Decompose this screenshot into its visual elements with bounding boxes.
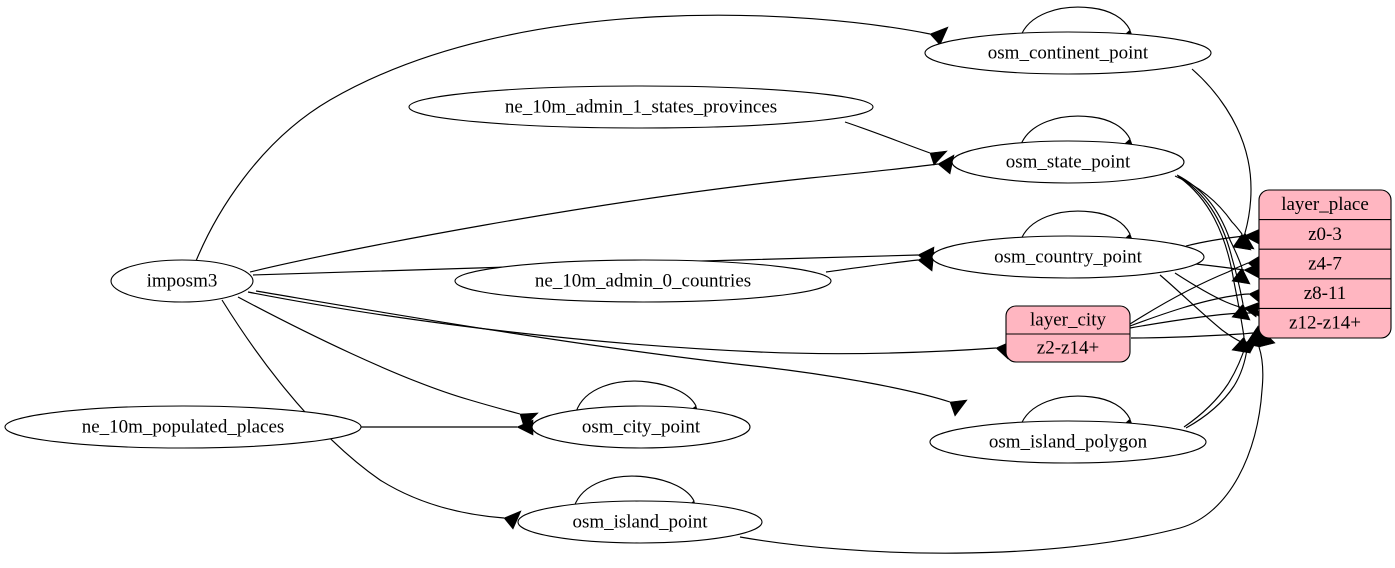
arrow-head-icon	[1245, 328, 1261, 348]
edge-osm_state_point-to-layer_place_z0_3	[1174, 175, 1252, 251]
node-shape	[4, 405, 362, 449]
node-shape	[924, 31, 1212, 75]
edge-imposm3-to-osm_city_point	[237, 296, 539, 428]
edge-line	[1019, 210, 1131, 243]
edge-line	[195, 14, 931, 262]
node-osm_island_point[interactable]: osm_island_point	[517, 500, 763, 544]
edge-line	[1191, 68, 1252, 234]
edge-line	[1129, 293, 1250, 327]
edge-line	[739, 346, 1264, 554]
record-row-label[interactable]: z12-z14+	[1289, 313, 1361, 334]
node-label: ne_10m_admin_1_states_provinces	[505, 96, 777, 117]
edge-imposm3-to-osm_island_point	[221, 299, 522, 530]
edge-line	[1185, 340, 1249, 429]
node-osm_state_point[interactable]: osm_state_point	[951, 140, 1185, 184]
node-osm_continent_point[interactable]: osm_continent_point	[924, 31, 1212, 75]
edge-line	[249, 163, 939, 273]
edge-layer_city-to-layer_place_z12	[1130, 325, 1270, 343]
record-row-label[interactable]: z0-3	[1308, 224, 1342, 245]
edge-imposm3-to-osm_island_polygon	[255, 290, 968, 417]
node-shape	[931, 235, 1205, 279]
record-header-label[interactable]: layer_city	[1030, 309, 1106, 330]
node-osm_city_point[interactable]: osm_city_point	[531, 405, 751, 449]
node-label: osm_state_point	[1006, 151, 1131, 172]
nodes-layer: imposm3 ne_10m_populated_places ne_10m_adm…	[4, 31, 1212, 544]
node-shape	[951, 140, 1185, 184]
node-label: ne_10m_admin_0_countries	[535, 270, 751, 291]
edge-line	[1195, 263, 1245, 271]
edge-line	[1019, 395, 1131, 428]
node-label: ne_10m_populated_places	[82, 416, 285, 437]
edges-layer	[195, 14, 1276, 554]
node-label: osm_island_point	[572, 511, 708, 532]
edge-line	[825, 259, 919, 273]
record-row-label[interactable]: z2-z14+	[1037, 337, 1099, 358]
arrow-head-icon	[1232, 233, 1252, 251]
record-row-label[interactable]: z4-7	[1308, 253, 1342, 274]
record-header-label[interactable]: layer_place	[1281, 194, 1369, 215]
edge-osm_island_polygon-to-layer_place_z12	[1183, 328, 1261, 428]
node-shape	[408, 85, 874, 129]
edge-imposm3-to-osm_state_point	[249, 154, 955, 273]
node-ne_10m_admin_0_countries[interactable]: ne_10m_admin_0_countries	[454, 259, 832, 303]
arrow-head-icon	[929, 26, 949, 46]
node-shape	[517, 500, 763, 544]
node-label: osm_city_point	[582, 416, 701, 437]
edge-line	[844, 121, 931, 154]
arrow-head-icon	[937, 154, 955, 175]
record-background	[1258, 189, 1392, 339]
edge-ne_10m_admin_1_states_provinces-to-osm_state_point	[844, 121, 948, 166]
node-ne_10m_admin_1_states_provinces[interactable]: ne_10m_admin_1_states_provinces	[408, 85, 874, 129]
node-osm_island_polygon[interactable]: osm_island_polygon	[929, 420, 1207, 464]
edge-osm_continent_point-to-layer_place_z0_3	[1191, 68, 1255, 250]
node-ne_10m_populated_places[interactable]: ne_10m_populated_places	[4, 405, 362, 449]
edge-line	[1183, 343, 1247, 428]
edge-line	[1130, 332, 1255, 339]
node-shape	[110, 259, 254, 303]
edge-imposm3-to-osm_continent_point	[195, 14, 949, 262]
arrow-head-icon	[917, 251, 935, 272]
node-shape	[929, 420, 1207, 464]
edge-line	[1019, 6, 1131, 39]
node-label: imposm3	[147, 270, 218, 291]
edge-ne_10m_admin_0_countries-to-osm_country_point	[825, 251, 935, 273]
node-label: osm_country_point	[994, 246, 1142, 267]
node-label: osm_island_polygon	[989, 431, 1148, 452]
edge-line	[1159, 274, 1244, 344]
arrow-head-icon	[503, 510, 522, 530]
edge-line	[1019, 115, 1131, 148]
record-row-label[interactable]: z8-11	[1304, 283, 1347, 304]
edge-line	[237, 296, 521, 415]
record-node-layer_place[interactable]: layer_place z0-3 z4-7 z8-11 z12-z14+	[1258, 189, 1392, 339]
arrow-head-icon	[949, 399, 968, 417]
edge-line	[1177, 175, 1244, 305]
node-osm_country_point[interactable]: osm_country_point	[931, 235, 1205, 279]
edge-line	[221, 299, 505, 519]
edge-line	[1129, 312, 1254, 329]
edge-line	[573, 475, 695, 508]
edge-line	[1185, 235, 1245, 247]
node-shape	[454, 259, 832, 303]
node-label: osm_continent_point	[988, 42, 1149, 63]
node-imposm3[interactable]: imposm3	[110, 259, 254, 303]
edge-line	[1174, 272, 1245, 309]
edge-line	[247, 291, 997, 355]
node-shape	[531, 405, 751, 449]
records-layer: layer_city z2-z14+ layer_place z0-3 z4-7 z8-1…	[1005, 189, 1392, 363]
edge-line	[1176, 174, 1243, 269]
edge-ne_10m_populated_places-to-osm_city_point	[361, 419, 534, 436]
arrow-head-icon	[929, 150, 948, 166]
edge-line	[255, 290, 951, 403]
edge-line	[575, 380, 697, 413]
record-node-layer_city[interactable]: layer_city z2-z14+	[1005, 305, 1131, 363]
edge-line	[1129, 262, 1249, 325]
